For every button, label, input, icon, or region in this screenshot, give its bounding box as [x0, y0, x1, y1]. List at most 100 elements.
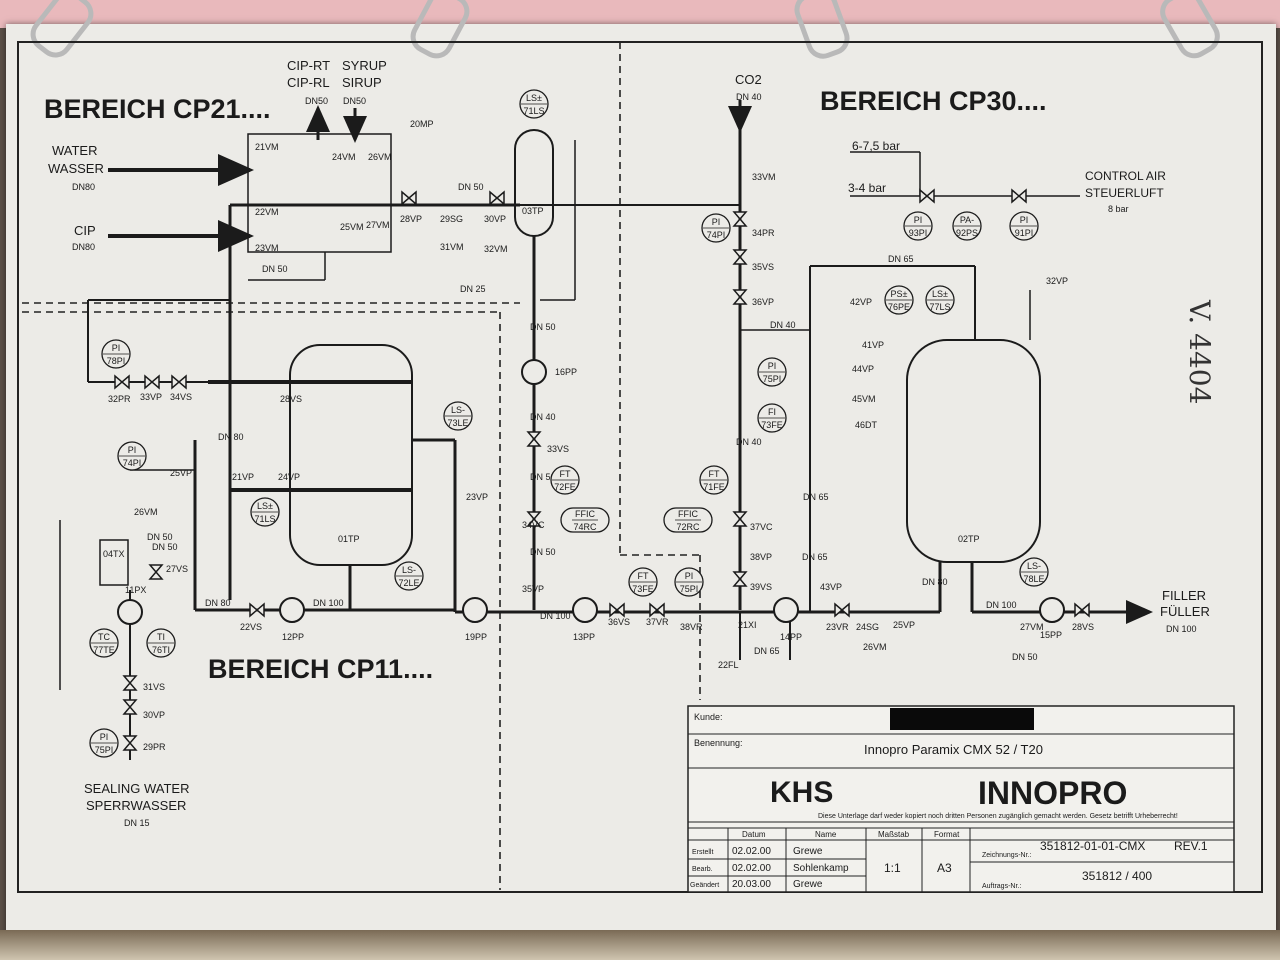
instrument-type: PI	[128, 445, 137, 455]
tag: 41VP	[862, 340, 884, 350]
instrument-type: FFIC	[678, 509, 698, 519]
col-datum: Datum	[742, 830, 766, 839]
valve-symbols	[114, 188, 1090, 751]
control-air-label: CONTROL AIR	[1085, 169, 1166, 183]
pressure-label: 6-7,5 bar	[852, 139, 900, 153]
water-label: WATER	[52, 143, 98, 158]
tag: 13PP	[573, 632, 595, 642]
tag: DN 80	[218, 432, 244, 442]
instrument-tag: 91PI	[1015, 228, 1034, 238]
tag: 34PR	[752, 228, 775, 238]
tag: 03TP	[522, 206, 544, 216]
instrument-type: PI	[1020, 215, 1029, 225]
instrument-type: PI	[685, 571, 694, 581]
redaction-bar	[890, 708, 1034, 730]
tag: 28VP	[400, 214, 422, 224]
tag: DN 50	[530, 472, 556, 482]
tag: 31VM	[440, 242, 464, 252]
tag: DN 50	[530, 547, 556, 557]
instrument-type: LS±	[526, 93, 542, 103]
instrument-76pe: PS±76PE	[884, 285, 914, 315]
syrup-label: SYRUP	[342, 58, 387, 73]
instrument-tag: 73FE	[632, 584, 654, 594]
title-block	[687, 705, 1235, 893]
zone-title-cp30: BEREICH CP30....	[820, 86, 1047, 116]
instrument-tag: 73FE	[761, 420, 783, 430]
tag: DN 25	[460, 284, 486, 294]
instrument-type: PI	[914, 215, 923, 225]
tag: 22VM	[255, 207, 279, 217]
dn-label: DN50	[343, 96, 366, 106]
instrument-tag: 72LE	[398, 578, 419, 588]
instrument-tag: 75PI	[95, 745, 114, 755]
instrument-tag: 76PE	[888, 302, 910, 312]
tag: 33VM	[752, 172, 776, 182]
tag: 20MP	[410, 119, 434, 129]
instrument-tag: 71LS	[254, 514, 275, 524]
instrument-74rc: FFIC 74RC	[560, 507, 610, 533]
tag: 36VS	[608, 617, 630, 627]
wasser-label: WASSER	[48, 161, 104, 176]
tag: 26VM	[863, 642, 887, 652]
tag: 24VM	[332, 152, 356, 162]
tag: 44VP	[852, 364, 874, 374]
col-name: Name	[815, 830, 837, 839]
instrument-tag: 75PI	[763, 374, 782, 384]
tag: 27VM	[366, 220, 390, 230]
row-label: Bearb.	[692, 866, 713, 873]
row-name: Sohlenkamp	[793, 863, 849, 874]
equipment-tags: 20MP 21VM 22VM 23VM 24VM 26VM 25VM 27VM …	[103, 119, 1094, 752]
instrument-type: TC	[98, 632, 110, 642]
instrument-type: LS-	[402, 565, 416, 575]
tag: 22VS	[240, 622, 262, 632]
revision-value: REV.1	[1174, 839, 1208, 853]
tag: DN 65	[802, 552, 828, 562]
tag: 21XI	[738, 620, 757, 630]
tag: 33VP	[140, 392, 162, 402]
tag: DN 50	[458, 182, 484, 192]
tag: 25VP	[893, 620, 915, 630]
col-massstab: Maßstab	[878, 830, 910, 839]
tag: DN 100	[986, 600, 1017, 610]
tag: DN 40	[770, 320, 796, 330]
cip-rt-label: CIP-RT	[287, 58, 330, 73]
instrument-bubbles: LS±71LSPI74PIPI93PIPA-92PSPI91PIPS±76PEL…	[89, 89, 1049, 758]
tag: 34VC	[522, 520, 545, 530]
zone-title-cp11: BEREICH CP11....	[208, 654, 433, 684]
tag: 04TX	[103, 549, 125, 559]
khs-logo: KHS	[770, 776, 833, 809]
dn-label: DN80	[72, 182, 95, 192]
tag: 30VP	[484, 214, 506, 224]
tag: DN 50	[152, 542, 178, 552]
tag: 42VP	[850, 297, 872, 307]
tag: 43VP	[820, 582, 842, 592]
tag: 26VM	[368, 152, 392, 162]
tag: 45VM	[852, 394, 876, 404]
tag: 02TP	[958, 534, 980, 544]
tag: 36VP	[752, 297, 774, 307]
instrument-tag: 72RC	[676, 522, 700, 532]
tag: DN 65	[803, 492, 829, 502]
instrument-tag: 74RC	[573, 522, 597, 532]
tag: DN 80	[205, 598, 231, 608]
tag: DN 100	[313, 598, 344, 608]
tag: 32VP	[1046, 276, 1068, 286]
pressure-label: 3-4 bar	[848, 181, 886, 195]
instrument-type: FFIC	[575, 509, 595, 519]
zone-title-cp21: BEREICH CP21....	[44, 94, 271, 124]
tag: DN 50	[147, 532, 173, 542]
tag: 37VR	[646, 617, 669, 627]
tag: 23VP	[466, 492, 488, 502]
tag: 31VS	[143, 682, 165, 692]
filler-label: FILLER	[1162, 588, 1206, 603]
tag: 37VC	[750, 522, 773, 532]
tag: DN 50	[262, 264, 288, 274]
tag: 38VP	[750, 552, 772, 562]
instrument-type: LS±	[932, 289, 948, 299]
